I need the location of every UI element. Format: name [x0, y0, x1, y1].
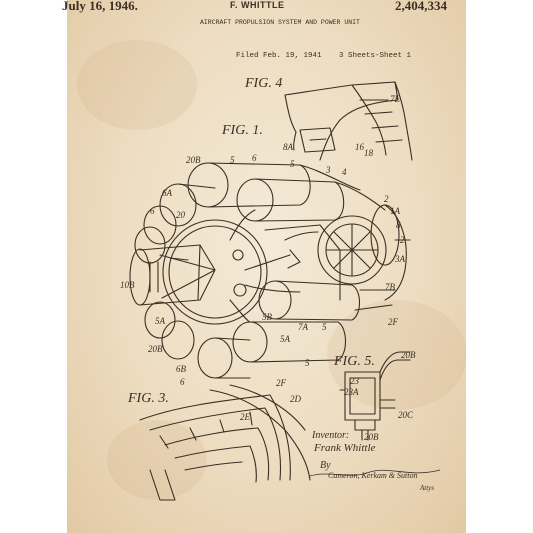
svg-text:18: 18 [364, 148, 374, 158]
patent-filed-date: Filed Feb. 19, 1941 [236, 52, 322, 60]
fig4-label: FIG. 4 [245, 76, 283, 91]
svg-text:20B: 20B [401, 350, 416, 360]
svg-text:2: 2 [400, 235, 405, 245]
paper-stain [107, 420, 207, 500]
attys-label: Attys [420, 484, 434, 492]
svg-text:6: 6 [180, 377, 185, 387]
patent-inventor-header: F. WHITTLE [230, 0, 285, 10]
svg-text:23: 23 [350, 376, 360, 386]
patent-number: 2,404,334 [395, 0, 447, 13]
svg-text:6: 6 [150, 206, 155, 216]
svg-text:16: 16 [355, 142, 365, 152]
signature-flourish [309, 469, 441, 477]
svg-text:20B: 20B [186, 155, 201, 165]
svg-text:7A: 7A [298, 322, 309, 332]
svg-text:8: 8 [396, 220, 401, 230]
svg-text:6B: 6B [176, 364, 187, 374]
svg-text:3A: 3A [394, 254, 406, 264]
svg-text:6A: 6A [162, 188, 173, 198]
patent-sheet [67, 0, 466, 533]
part-labels: 20B 5 6 5 3 4 6A 6 20 10B 2 1A 8 2 3A 7B… [120, 94, 416, 442]
svg-text:2F: 2F [388, 317, 399, 327]
svg-text:20B: 20B [364, 432, 379, 442]
svg-text:5B: 5B [262, 312, 273, 322]
fig1-engine-drawing [129, 162, 411, 379]
svg-text:20: 20 [176, 210, 186, 220]
svg-text:5: 5 [322, 322, 327, 332]
svg-text:20B: 20B [148, 344, 163, 354]
fig4-duct-drawing [284, 81, 413, 161]
svg-text:23A: 23A [344, 387, 359, 397]
svg-text:20C: 20C [398, 410, 414, 420]
inventor-name: Frank Whittle [314, 442, 376, 454]
svg-text:3: 3 [325, 165, 331, 175]
svg-text:5: 5 [305, 358, 310, 368]
paper-stain [77, 40, 197, 130]
svg-text:5: 5 [230, 155, 235, 165]
svg-text:2E: 2E [240, 412, 251, 422]
svg-text:4: 4 [342, 167, 347, 177]
svg-text:8A: 8A [283, 142, 294, 152]
attorneys-name: Cameron, Kerkam & Sutton [328, 471, 418, 480]
svg-text:7B: 7B [385, 282, 396, 292]
patent-title: AIRCRAFT PROPULSION SYSTEM AND POWER UNI… [200, 19, 360, 26]
patent-date: July 16, 1946. [62, 0, 138, 13]
fig3-label: FIG. 3. [128, 391, 169, 406]
svg-text:1A: 1A [390, 206, 401, 216]
inventor-label: Inventor: [312, 430, 350, 441]
svg-text:5A: 5A [280, 334, 291, 344]
svg-text:7E: 7E [390, 94, 401, 104]
svg-text:5: 5 [290, 159, 295, 169]
svg-text:6: 6 [252, 153, 257, 163]
fig1-label: FIG. 1. [222, 123, 263, 138]
fig3-blade-drawing [139, 384, 311, 501]
svg-text:10B: 10B [120, 280, 135, 290]
fig5-valve-drawing [339, 351, 411, 441]
svg-text:2D: 2D [290, 394, 302, 404]
patent-sheets: 3 Sheets-Sheet 1 [339, 52, 412, 60]
svg-text:2F: 2F [276, 378, 287, 388]
fig5-label: FIG. 5. [334, 354, 375, 369]
svg-text:5A: 5A [155, 316, 166, 326]
by-label: By [320, 460, 331, 471]
svg-text:2: 2 [384, 194, 389, 204]
